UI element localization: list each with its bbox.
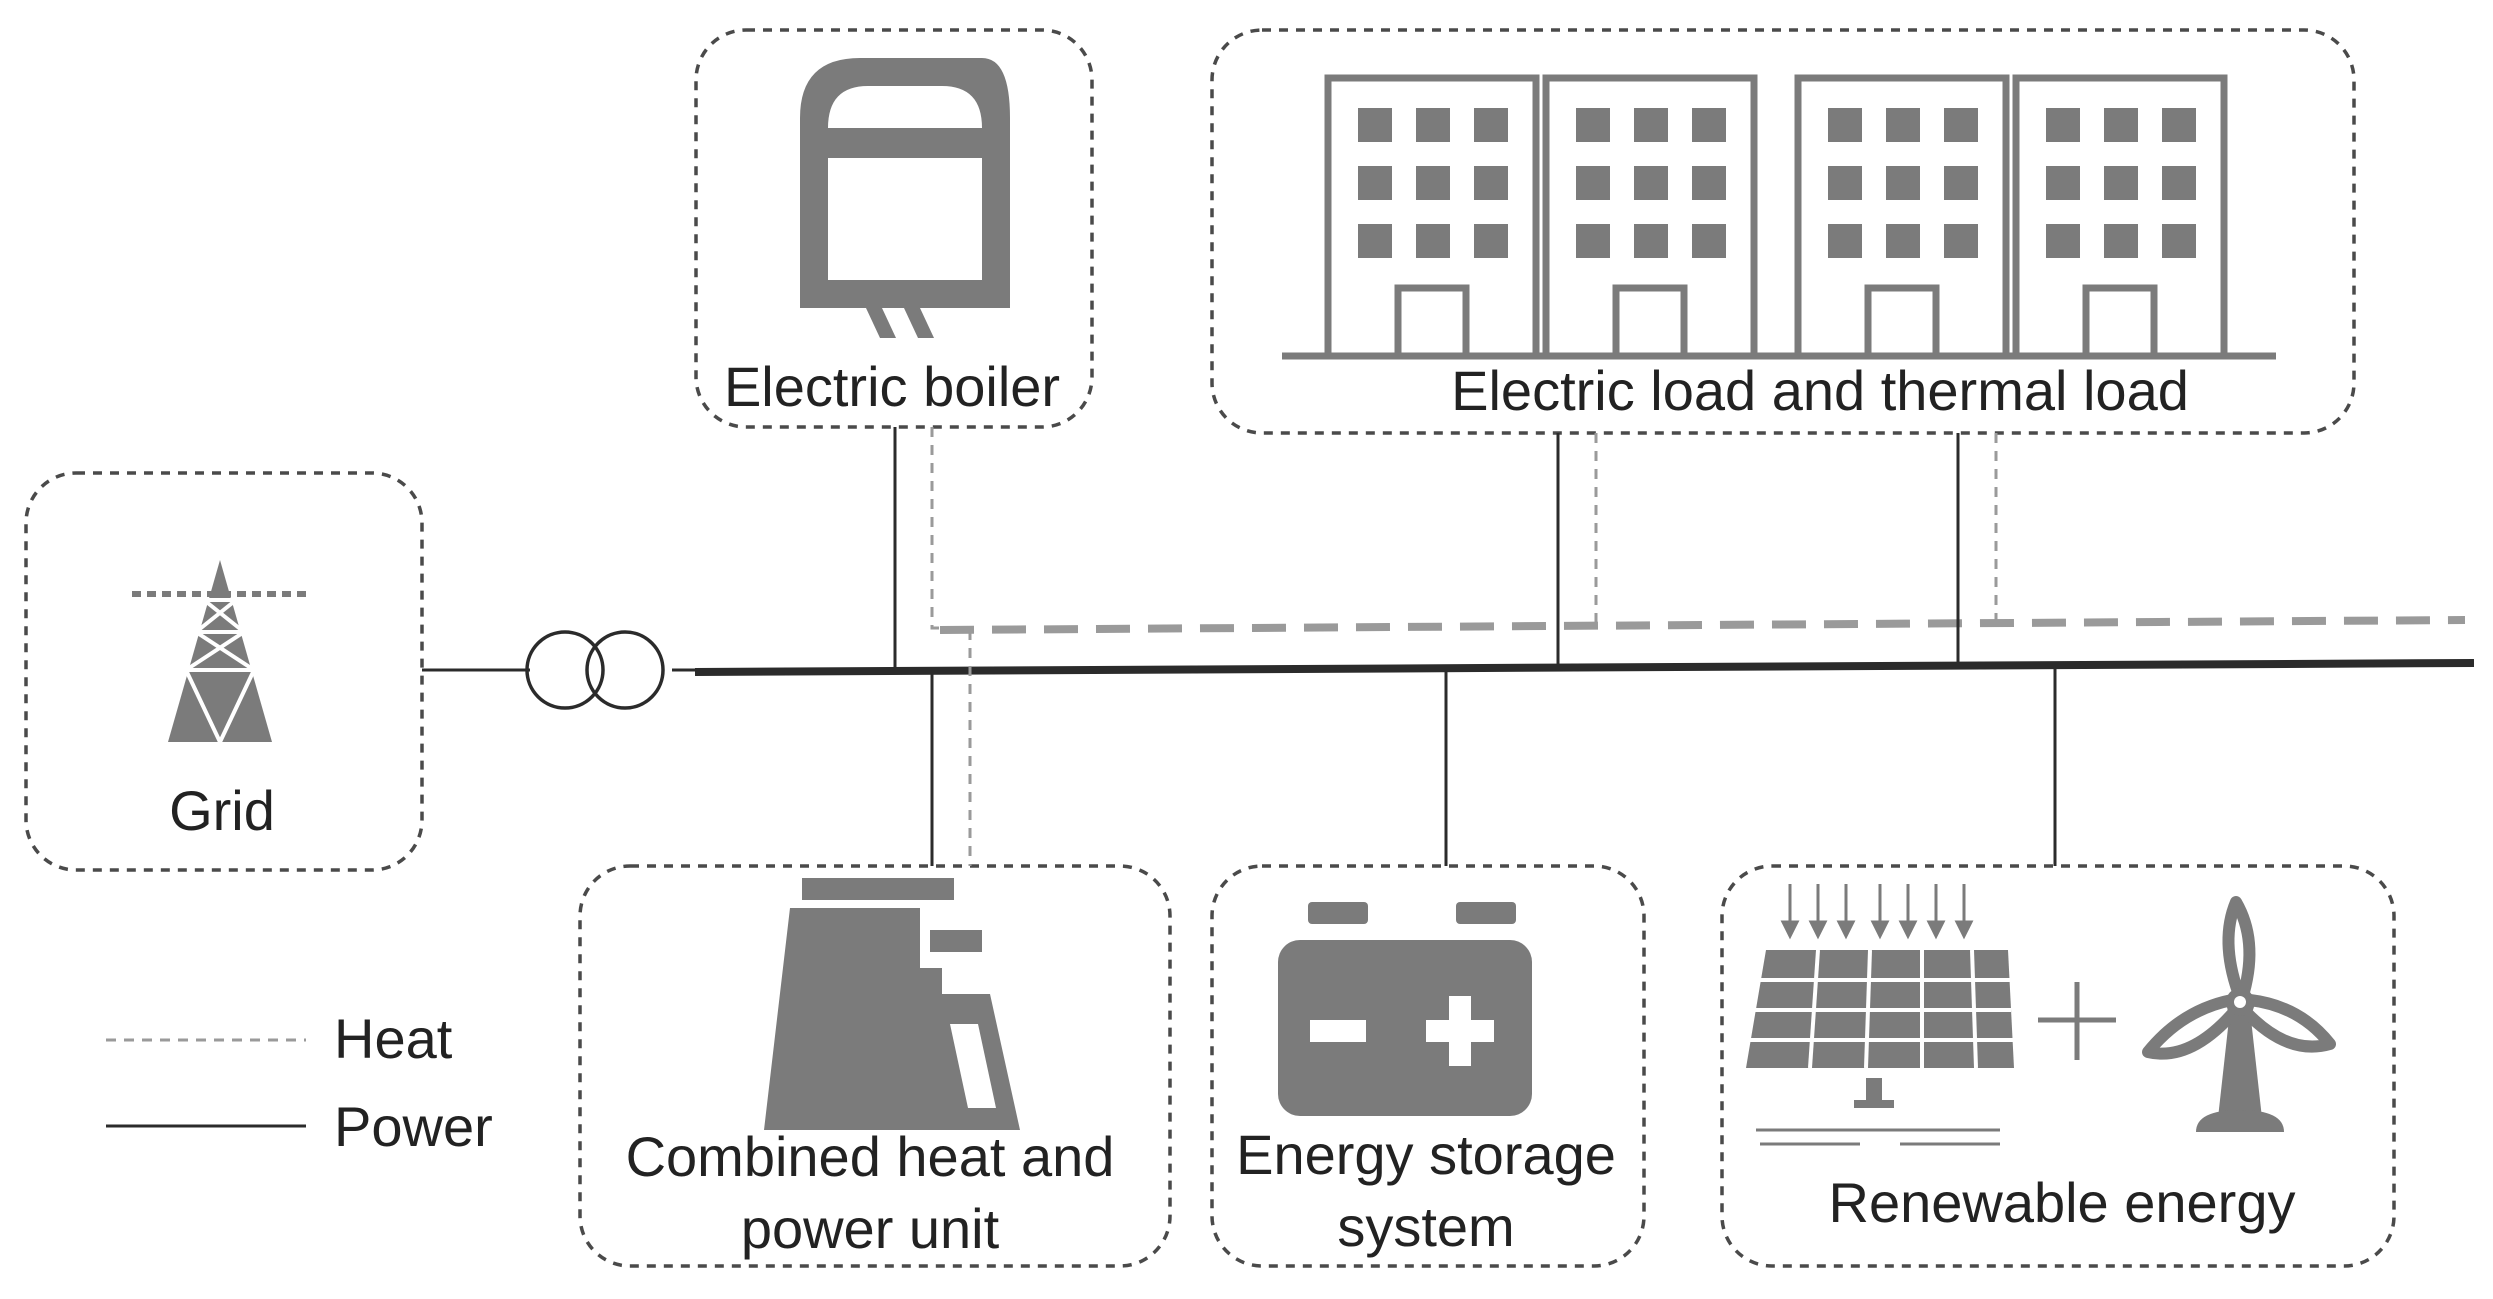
building-2: [1542, 74, 1758, 360]
storage-label-line1: Energy storage: [1236, 1123, 1616, 1186]
building-window: [1944, 166, 1978, 200]
building-window: [2162, 108, 2196, 142]
building-door: [1612, 284, 1688, 360]
building-window: [2046, 166, 2080, 200]
building-window: [1474, 224, 1508, 258]
building-window: [1358, 166, 1392, 200]
building-window: [2104, 166, 2138, 200]
building-window: [1634, 108, 1668, 142]
building-window: [1692, 166, 1726, 200]
building-window: [2104, 224, 2138, 258]
chp-box: [578, 864, 1172, 1268]
building-window: [1692, 108, 1726, 142]
building-window: [1944, 224, 1978, 258]
sunlight-arrow: [1836, 884, 1856, 940]
building-window: [1886, 224, 1920, 258]
renewable-box: [1720, 864, 2396, 1268]
building-door: [1864, 284, 1940, 360]
building-window: [1576, 166, 1610, 200]
solar-panel-icon: [1746, 884, 2014, 1146]
building-1: [1324, 74, 1540, 360]
building-window: [2162, 166, 2196, 200]
transmission-tower-icon: [132, 560, 308, 743]
building-window: [1944, 108, 1978, 142]
chp-label-line1: Combined heat and: [626, 1125, 1115, 1188]
building-door: [1394, 284, 1470, 360]
legend-heat-label: Heat: [334, 1007, 453, 1070]
load-heat-line-2: [1994, 433, 2010, 624]
heat-bus: [939, 616, 2466, 634]
building-window: [2162, 224, 2196, 258]
loads-label: Electric load and thermal load: [1451, 359, 2189, 422]
power-plant-icon: [764, 878, 1020, 1130]
building-window: [1828, 166, 1862, 200]
building-window: [1576, 108, 1610, 142]
electric-boiler-label: Electric boiler: [724, 355, 1060, 418]
storage-box: [1210, 864, 1646, 1268]
building-window: [1692, 224, 1726, 258]
building-icon: [1324, 74, 2228, 360]
boiler-heat-line: [930, 427, 950, 630]
building-window: [1576, 224, 1610, 258]
transformer-icon: [525, 630, 665, 710]
building-window: [2104, 108, 2138, 142]
legend-power-label: Power: [334, 1095, 493, 1158]
sunlight-arrow: [1926, 884, 1946, 940]
loads-box: [1210, 28, 2356, 435]
electric-boiler-icon: [800, 53, 1010, 338]
building-window: [1634, 224, 1668, 258]
sunlight-arrow: [1898, 884, 1918, 940]
building-window: [1886, 108, 1920, 142]
building-window: [1474, 108, 1508, 142]
building-window: [1358, 224, 1392, 258]
sunlight-arrow: [1870, 884, 1890, 940]
sunlight-arrow: [1808, 884, 1828, 940]
sunlight-arrow: [1780, 884, 1800, 940]
plus-icon: [2038, 982, 2116, 1060]
storage-label-line2: system: [1337, 1195, 1514, 1258]
building-3: [1794, 74, 2010, 360]
building-window: [1634, 166, 1668, 200]
sunlight-arrow: [1954, 884, 1974, 940]
building-window: [1416, 224, 1450, 258]
building-window: [1886, 166, 1920, 200]
building-window: [1828, 224, 1862, 258]
building-window: [1474, 166, 1508, 200]
building-window: [1416, 166, 1450, 200]
chp-label-line2: power unit: [741, 1197, 1000, 1260]
power-bus: [694, 659, 2475, 676]
battery-icon: [1278, 902, 1532, 1116]
wind-turbine-icon: [2142, 896, 2336, 1132]
building-window: [2046, 108, 2080, 142]
building-window: [1416, 108, 1450, 142]
renewable-label: Renewable energy: [1829, 1171, 2296, 1234]
building-window: [1828, 108, 1862, 142]
grid-label: Grid: [169, 779, 275, 842]
building-window: [1358, 108, 1392, 142]
building-door: [2082, 284, 2158, 360]
building-window: [2046, 224, 2080, 258]
building-4: [2012, 74, 2228, 360]
